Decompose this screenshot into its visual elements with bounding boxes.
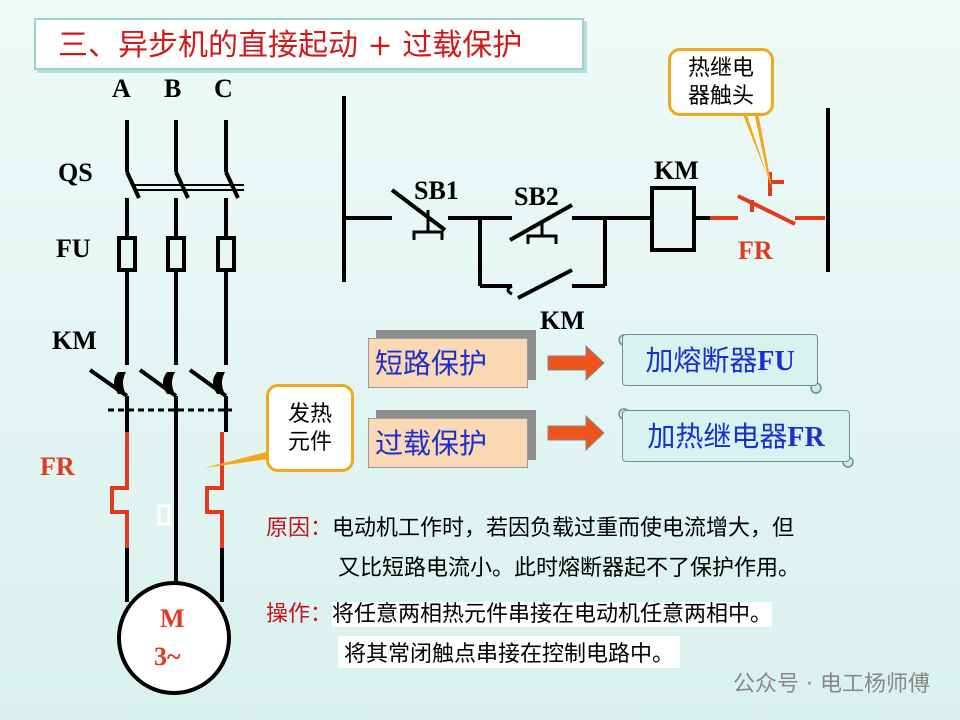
label-qs: QS bbox=[58, 158, 93, 187]
motor-label: M bbox=[160, 604, 185, 633]
callout-relay-contact: 热继电 器触头 bbox=[668, 48, 774, 116]
label-fu: FU bbox=[56, 234, 91, 263]
motor-phase-label: 3~ bbox=[154, 642, 181, 671]
motor-circle bbox=[117, 581, 231, 695]
label-km-main: KM bbox=[52, 326, 97, 355]
fr-contact bbox=[710, 172, 825, 226]
fr-heating-elements bbox=[110, 432, 224, 548]
label-km-aux: KM bbox=[540, 306, 585, 335]
overload-protection-box: 过载保护 bbox=[368, 418, 528, 468]
label-sb2: SB2 bbox=[514, 182, 559, 211]
relay-scroll: 加热继电器FR bbox=[622, 410, 850, 462]
arrows bbox=[547, 344, 605, 452]
control-circuit bbox=[342, 96, 830, 300]
reason-line-2: 又比短路电流小。此时熔断器起不了保护作用。 bbox=[338, 556, 801, 581]
label-fr-ctrl: FR bbox=[738, 236, 773, 265]
label-sb1: SB1 bbox=[414, 176, 459, 205]
label-phase-b: B bbox=[164, 74, 182, 103]
page-title: 三、异步机的直接起动 + 过载保护 bbox=[34, 18, 584, 70]
operation-line-1: 操作：将任意两相热元件串接在电动机任意两相中。 bbox=[266, 602, 773, 627]
main-circuit bbox=[88, 120, 240, 602]
callout-heating-element: 发热 元件 bbox=[266, 384, 354, 472]
label-km-coil: KM bbox=[654, 156, 699, 185]
short-circuit-protection-box: 短路保护 bbox=[368, 338, 528, 388]
operation-line-2: 将其常闭触点串接在控制电路中。 bbox=[338, 636, 681, 668]
fuse-scroll: 加熔断器FU bbox=[622, 334, 818, 386]
label-phase-c: C bbox=[214, 74, 233, 103]
reason-line-1: 原因：电动机工作时，若因负载过重而使电流增大，但 bbox=[266, 516, 795, 541]
label-fr-main: FR bbox=[40, 452, 75, 481]
watermark: 公众号 · 电工杨师傅 bbox=[733, 672, 930, 697]
label-phase-a: A bbox=[112, 74, 131, 103]
